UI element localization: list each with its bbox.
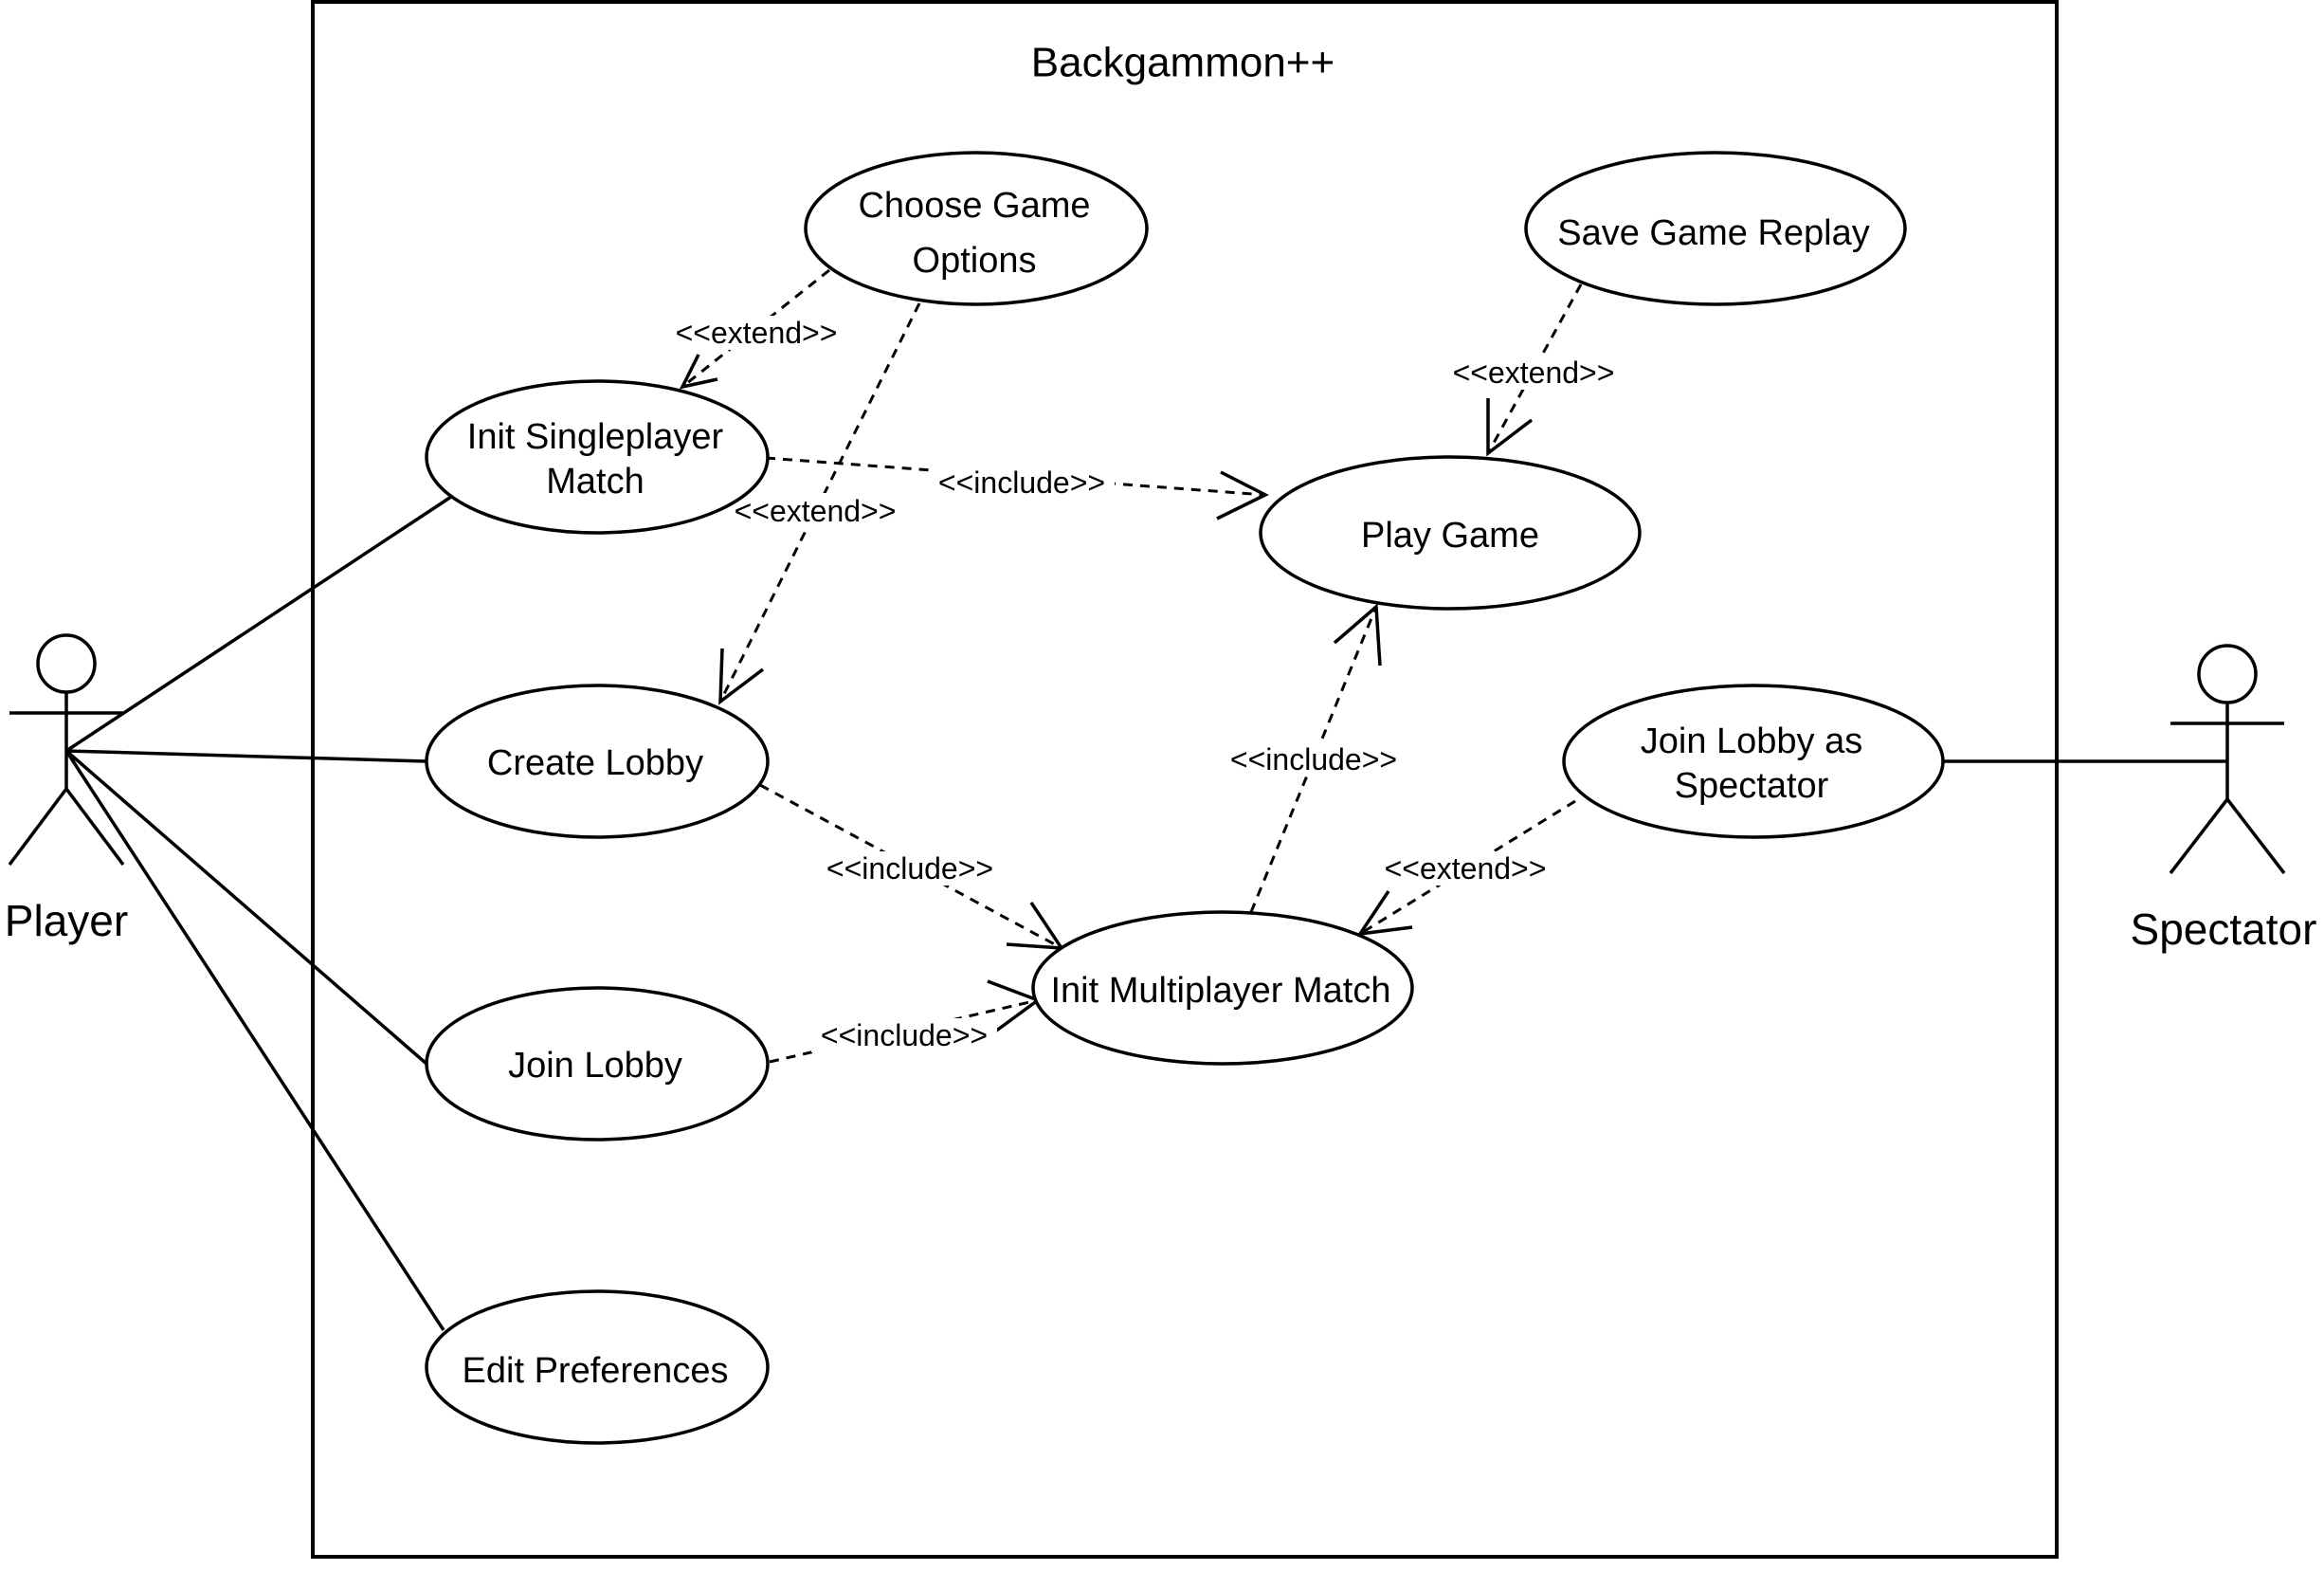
player-associations [64, 495, 452, 1331]
label-join-lobby: Join Lobby [508, 1046, 682, 1086]
assoc-player-init-singleplayer [65, 495, 452, 753]
assoc-player-join-lobby [64, 749, 428, 1066]
actor-spectator: Spectator [2131, 644, 2317, 954]
label-join-lobby-includes-multiplayer: <<include>> [821, 1018, 988, 1052]
dep-multiplayer-to-play [1249, 606, 1378, 913]
arrowhead-singleplayer [679, 354, 718, 390]
use-case-play-game: Play Game [1259, 455, 1642, 611]
ellipse-init-multiplayer [1031, 910, 1414, 1066]
player-right-leg [64, 787, 125, 867]
player-head [36, 633, 97, 694]
dep-replay-to-play [1486, 283, 1583, 454]
ellipse-create-lobby [425, 684, 770, 839]
label-options-extends-create-lobby: <<extend>> [735, 494, 897, 528]
ellipse-join-lobby [425, 986, 770, 1142]
system-boundary [311, 0, 2059, 1559]
label-multiplayer-includes-play: <<include>> [1230, 742, 1397, 776]
label-init-singleplayer-1: Init Singleplayer [467, 417, 724, 457]
label-join-lobby-spectator-2: Spectator [1675, 766, 1829, 806]
ellipse-init-singleplayer [425, 379, 770, 535]
spectator-left-leg [2169, 797, 2229, 875]
player-left-leg [8, 787, 68, 867]
use-case-join-lobby: Join Lobby [425, 986, 770, 1142]
player-label: Player [5, 896, 128, 945]
label-options-extends-singleplayer: <<extend>> [676, 316, 838, 350]
arrowhead-multiplayer-from-spectator [1356, 890, 1413, 937]
dep-singleplayer-to-play [765, 456, 1266, 497]
use-case-join-lobby-spectator: Join Lobby as Spectator [1562, 684, 1945, 839]
spectator-head [2197, 644, 2258, 704]
label-create-lobby-includes-multiplayer: <<include>> [826, 851, 993, 886]
label-create-lobby: Create Lobby [487, 743, 703, 783]
arrowhead-play-from-replay [1486, 398, 1534, 457]
label-join-lobby-spectator-1: Join Lobby as [1641, 721, 1863, 761]
label-init-multiplayer: Init Multiplayer Match [1050, 971, 1390, 1011]
arrowhead-multiplayer-from-create-lobby [1006, 902, 1065, 950]
label-replay-extends-play: <<extend>> [1453, 356, 1615, 390]
actor-player: Player [5, 633, 128, 945]
label-init-singleplayer-2: Match [546, 462, 644, 502]
assoc-player-edit-preferences [64, 750, 445, 1331]
use-case-choose-game-options: Choose Game Options [804, 151, 1149, 306]
ellipse-join-lobby-spectator [1562, 684, 1945, 839]
system-title: Backgammon++ [1031, 40, 1334, 86]
label-edit-preferences: Edit Preferences [463, 1351, 729, 1391]
arrowhead-play-from-multiplayer [1333, 603, 1382, 667]
use-case-edit-preferences: Edit Preferences [425, 1289, 770, 1445]
use-case-init-singleplayer: Init Singleplayer Match [425, 379, 770, 535]
label-singleplayer-includes-play: <<include>> [938, 466, 1105, 500]
label-play-game: Play Game [1361, 516, 1539, 556]
label-choose-game-options-1: Choose Game [858, 186, 1090, 226]
ellipse-edit-preferences [425, 1289, 770, 1445]
spectator-label: Spectator [2131, 904, 2317, 954]
use-case-init-multiplayer: Init Multiplayer Match [1031, 910, 1414, 1066]
ellipse-play-game [1259, 455, 1642, 611]
ellipse-save-game-replay [1524, 151, 1907, 306]
arrowhead-play-from-singleplayer [1216, 470, 1269, 521]
arrowhead-create-lobby [718, 648, 765, 705]
use-case-save-game-replay: Save Game Replay [1524, 151, 1907, 306]
use-case-create-lobby: Create Lobby [425, 684, 770, 839]
ellipse-choose-game-options [804, 151, 1149, 306]
label-save-game-replay: Save Game Replay [1557, 213, 1870, 253]
assoc-player-create-lobby [65, 749, 427, 763]
label-spectator-extends-multiplayer: <<extend>> [1385, 851, 1547, 886]
label-choose-game-options-2: Options [913, 241, 1037, 281]
spectator-right-leg [2225, 797, 2286, 875]
relationship-labels: <<extend>> <<extend>> <<include>> <<exte… [669, 316, 1619, 1052]
